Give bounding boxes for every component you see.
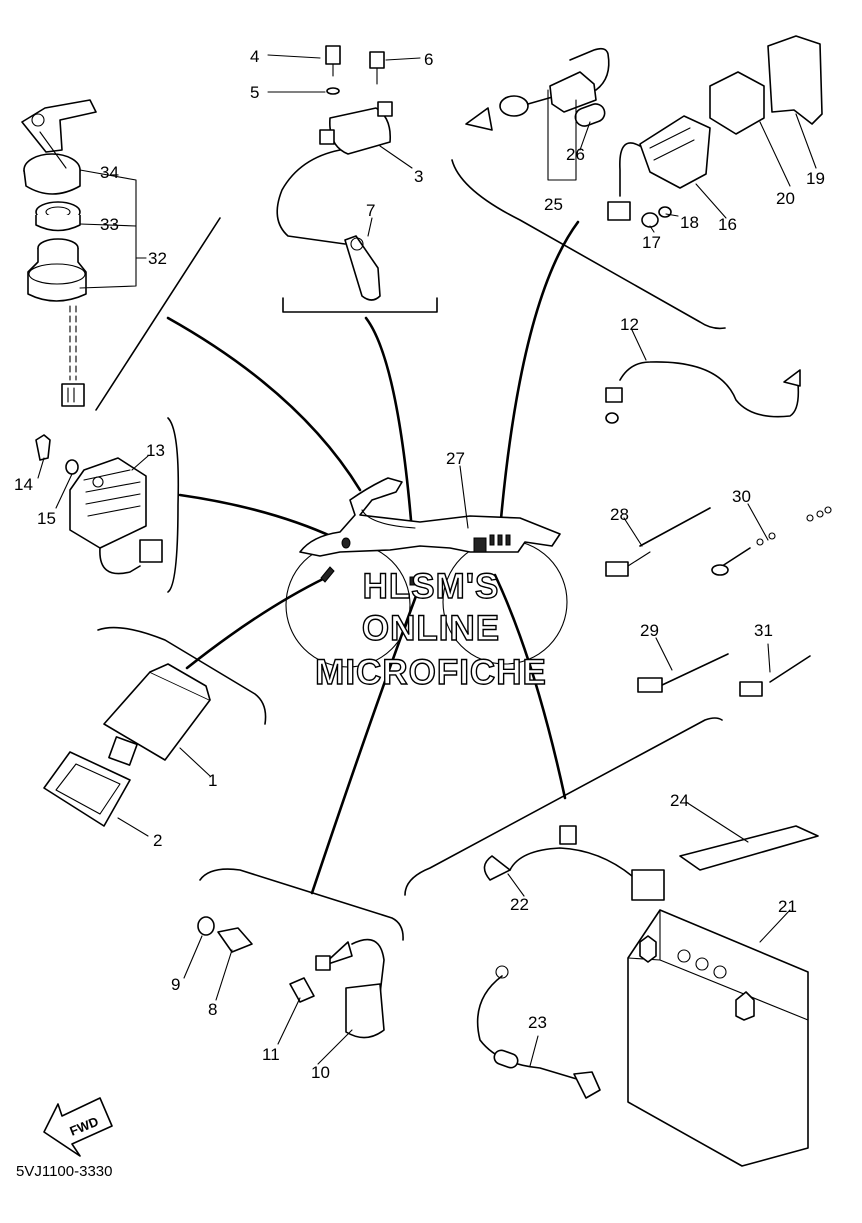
callout-24: 24 bbox=[670, 791, 689, 810]
callout-17: 17 bbox=[642, 233, 661, 252]
callout-2: 2 bbox=[153, 831, 162, 850]
callout-28: 28 bbox=[610, 505, 629, 524]
callout-19: 19 bbox=[806, 169, 825, 188]
callout-14: 14 bbox=[14, 475, 33, 494]
fwd-arrow: FWD bbox=[43, 1097, 113, 1157]
wiring-items bbox=[605, 361, 832, 697]
fuel-sender-group bbox=[197, 916, 385, 1039]
watermark-line-2: ONLINE bbox=[362, 609, 500, 648]
diagram-code: 5VJ1100-3330 bbox=[16, 1163, 112, 1180]
watermark-line-3: MICROFICHE bbox=[315, 653, 547, 692]
callout-16: 16 bbox=[718, 215, 737, 234]
callout-22: 22 bbox=[510, 895, 529, 914]
callout-23: 23 bbox=[528, 1013, 547, 1032]
group-brackets bbox=[95, 159, 726, 941]
watermark-line-1: HLSM'S bbox=[363, 567, 500, 606]
callout-20: 20 bbox=[776, 189, 795, 208]
starter-relay-group bbox=[465, 35, 823, 228]
callout-31: 31 bbox=[754, 621, 773, 640]
callout-7: 7 bbox=[366, 201, 375, 220]
callout-34: 34 bbox=[100, 163, 119, 182]
callout-1: 1 bbox=[208, 771, 217, 790]
connector-lines bbox=[166, 220, 580, 895]
callout-9: 9 bbox=[171, 975, 180, 994]
callout-15: 15 bbox=[37, 509, 56, 528]
vehicle-silhouette bbox=[285, 477, 568, 668]
callout-29: 29 bbox=[640, 621, 659, 640]
callout-33: 33 bbox=[100, 215, 119, 234]
callout-8: 8 bbox=[208, 1000, 217, 1019]
watermark: HLSM'S ONLINE MICROFICHE bbox=[314, 566, 547, 692]
callout-numbers: 1 2 3 4 5 6 7 8 9 10 11 12 13 14 15 16 1… bbox=[14, 47, 825, 1082]
callout-21: 21 bbox=[778, 897, 797, 916]
callout-27: 27 bbox=[446, 449, 465, 468]
callout-30: 30 bbox=[732, 487, 751, 506]
callout-4: 4 bbox=[250, 47, 259, 66]
callout-5: 5 bbox=[250, 83, 259, 102]
callout-11: 11 bbox=[262, 1045, 280, 1064]
callout-25: 25 bbox=[544, 195, 563, 214]
callout-13: 13 bbox=[146, 441, 165, 460]
callout-3: 3 bbox=[414, 167, 423, 186]
battery-group bbox=[476, 825, 819, 1167]
callout-26: 26 bbox=[566, 145, 585, 164]
callout-32: 32 bbox=[148, 249, 167, 268]
callout-6: 6 bbox=[424, 50, 433, 69]
rectifier-regulator bbox=[35, 434, 163, 575]
callout-10: 10 bbox=[311, 1063, 330, 1082]
cdi-unit bbox=[43, 663, 211, 827]
callout-12: 12 bbox=[620, 315, 639, 334]
main-switch-assembly bbox=[21, 99, 97, 407]
leader-lines bbox=[37, 54, 817, 1067]
ignition-coil bbox=[276, 45, 393, 301]
callout-18: 18 bbox=[680, 213, 699, 232]
